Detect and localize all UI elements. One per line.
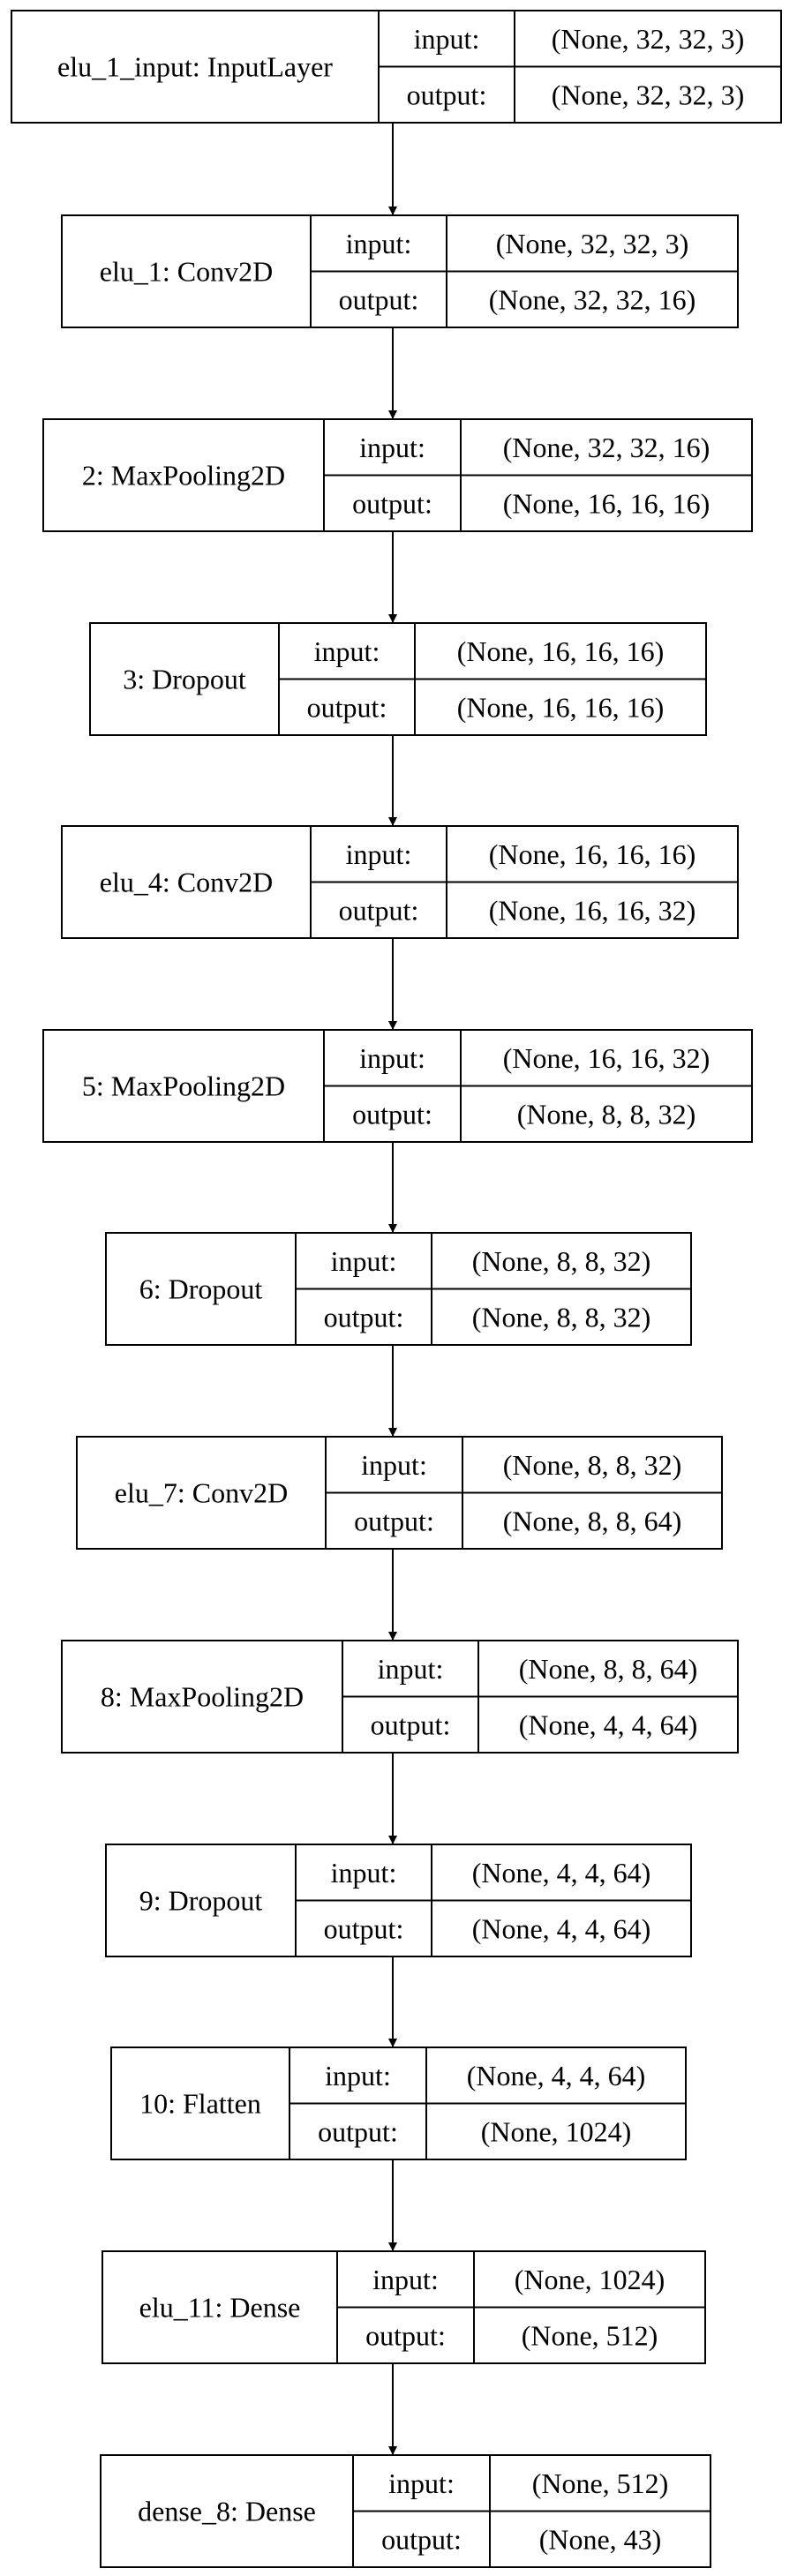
output-label: output: <box>339 283 419 315</box>
layer-node: 5: MaxPooling2D input: output: (None, 16, 1… <box>42 1029 753 1143</box>
output-shape: (None, 1024) <box>481 2115 632 2147</box>
layer-name: dense_8: Dense <box>138 2496 316 2527</box>
input-label: input: <box>346 838 412 870</box>
input-shape: (None, 8, 8, 32) <box>503 1449 682 1481</box>
layer-node: elu_7: Conv2D input: output: (None, 8, 8, 3… <box>76 1436 723 1550</box>
output-shape: (None, 32, 32, 3) <box>552 79 745 110</box>
output-shape: (None, 16, 16, 16) <box>457 691 665 723</box>
input-label: input: <box>325 2060 391 2092</box>
output-label: output: <box>352 1098 432 1130</box>
input-shape: (None, 16, 16, 16) <box>457 635 665 667</box>
layer-node: elu_1_input: InputLayer input: output: (Non… <box>11 10 782 124</box>
output-label: output: <box>339 894 419 926</box>
output-label: output: <box>307 691 387 723</box>
output-shape: (None, 16, 16, 32) <box>489 894 696 926</box>
layer-name: elu_7: Conv2D <box>115 1477 288 1509</box>
layer-node: 6: Dropout input: output: (None, 8, 8, 32) (… <box>105 1232 692 1346</box>
output-label: output: <box>381 2523 462 2555</box>
input-shape: (None, 4, 4, 64) <box>467 2060 646 2092</box>
layer-name: 2: MaxPooling2D <box>82 460 285 492</box>
output-shape: (None, 8, 8, 32) <box>472 1301 651 1333</box>
output-shape: (None, 32, 32, 16) <box>489 283 696 315</box>
input-shape: (None, 8, 8, 32) <box>472 1245 651 1277</box>
layer-node: elu_11: Dense input: output: (None, 1024) (N… <box>102 2250 706 2364</box>
layer-name: 9: Dropout <box>139 1885 263 1917</box>
input-label: input: <box>359 432 425 463</box>
input-shape: (None, 32, 32, 16) <box>503 432 711 463</box>
input-label: input: <box>388 2467 455 2499</box>
input-label: input: <box>331 1857 397 1889</box>
layer-node: 8: MaxPooling2D input: output: (None, 8, 8,… <box>61 1640 739 1754</box>
layer-name: elu_11: Dense <box>139 2292 301 2324</box>
input-label: input: <box>359 1042 425 1074</box>
layer-node: 9: Dropout input: output: (None, 4, 4, 64) (… <box>105 1844 692 1957</box>
layer-node: 10: Flatten input: output: (None, 4, 4, 64)… <box>110 2047 687 2160</box>
layer-node: 2: MaxPooling2D input: output: (None, 32, 3… <box>42 418 753 532</box>
output-label: output: <box>352 487 432 519</box>
layer-node: elu_1: Conv2D input: output: (None, 32, 32,… <box>61 214 739 328</box>
layer-node: elu_4: Conv2D input: output: (None, 16, 16,… <box>61 825 739 939</box>
input-shape: (None, 8, 8, 64) <box>519 1653 698 1685</box>
layer-node: dense_8: Dense input: output: (None, 512) (N… <box>100 2454 711 2568</box>
layer-name: 3: Dropout <box>123 664 246 695</box>
output-shape: (None, 8, 8, 32) <box>517 1098 696 1130</box>
layer-name: elu_1: Conv2D <box>100 256 273 288</box>
nodes-group: elu_1_input: InputLayer input: output: (Non… <box>11 10 782 2568</box>
output-shape: (None, 16, 16, 16) <box>503 487 711 519</box>
output-shape: (None, 512) <box>522 2319 658 2351</box>
layer-name: 8: MaxPooling2D <box>101 1681 304 1713</box>
input-shape: (None, 32, 32, 3) <box>552 23 745 55</box>
input-label: input: <box>378 1653 444 1685</box>
input-label: input: <box>414 23 480 55</box>
layer-name: elu_4: Conv2D <box>100 867 273 898</box>
output-shape: (None, 4, 4, 64) <box>519 1709 698 1740</box>
input-shape: (None, 1024) <box>515 2264 665 2295</box>
output-shape: (None, 43) <box>539 2523 662 2555</box>
output-shape: (None, 4, 4, 64) <box>472 1912 651 1944</box>
input-shape: (None, 16, 16, 16) <box>489 838 696 870</box>
input-label: input: <box>331 1245 397 1277</box>
layer-name: 5: MaxPooling2D <box>82 1070 285 1102</box>
output-label: output: <box>365 2319 446 2351</box>
output-label: output: <box>371 1709 451 1740</box>
output-label: output: <box>318 2115 398 2147</box>
layer-node: 3: Dropout input: output: (None, 16, 16, 16… <box>89 622 707 736</box>
input-shape: (None, 4, 4, 64) <box>472 1857 651 1889</box>
output-label: output: <box>324 1301 404 1333</box>
output-label: output: <box>324 1912 404 1944</box>
layer-name: 10: Flatten <box>139 2088 261 2120</box>
input-label: input: <box>372 2264 439 2295</box>
input-shape: (None, 512) <box>532 2467 669 2499</box>
input-label: input: <box>361 1449 427 1481</box>
input-label: input: <box>314 635 380 667</box>
layer-name: 6: Dropout <box>139 1273 263 1305</box>
output-label: output: <box>407 79 487 110</box>
input-shape: (None, 32, 32, 3) <box>496 228 689 259</box>
input-label: input: <box>346 228 412 259</box>
layer-name: elu_1_input: InputLayer <box>57 51 333 83</box>
output-label: output: <box>354 1505 434 1536</box>
input-shape: (None, 16, 16, 32) <box>503 1042 711 1074</box>
output-shape: (None, 8, 8, 64) <box>503 1505 682 1536</box>
